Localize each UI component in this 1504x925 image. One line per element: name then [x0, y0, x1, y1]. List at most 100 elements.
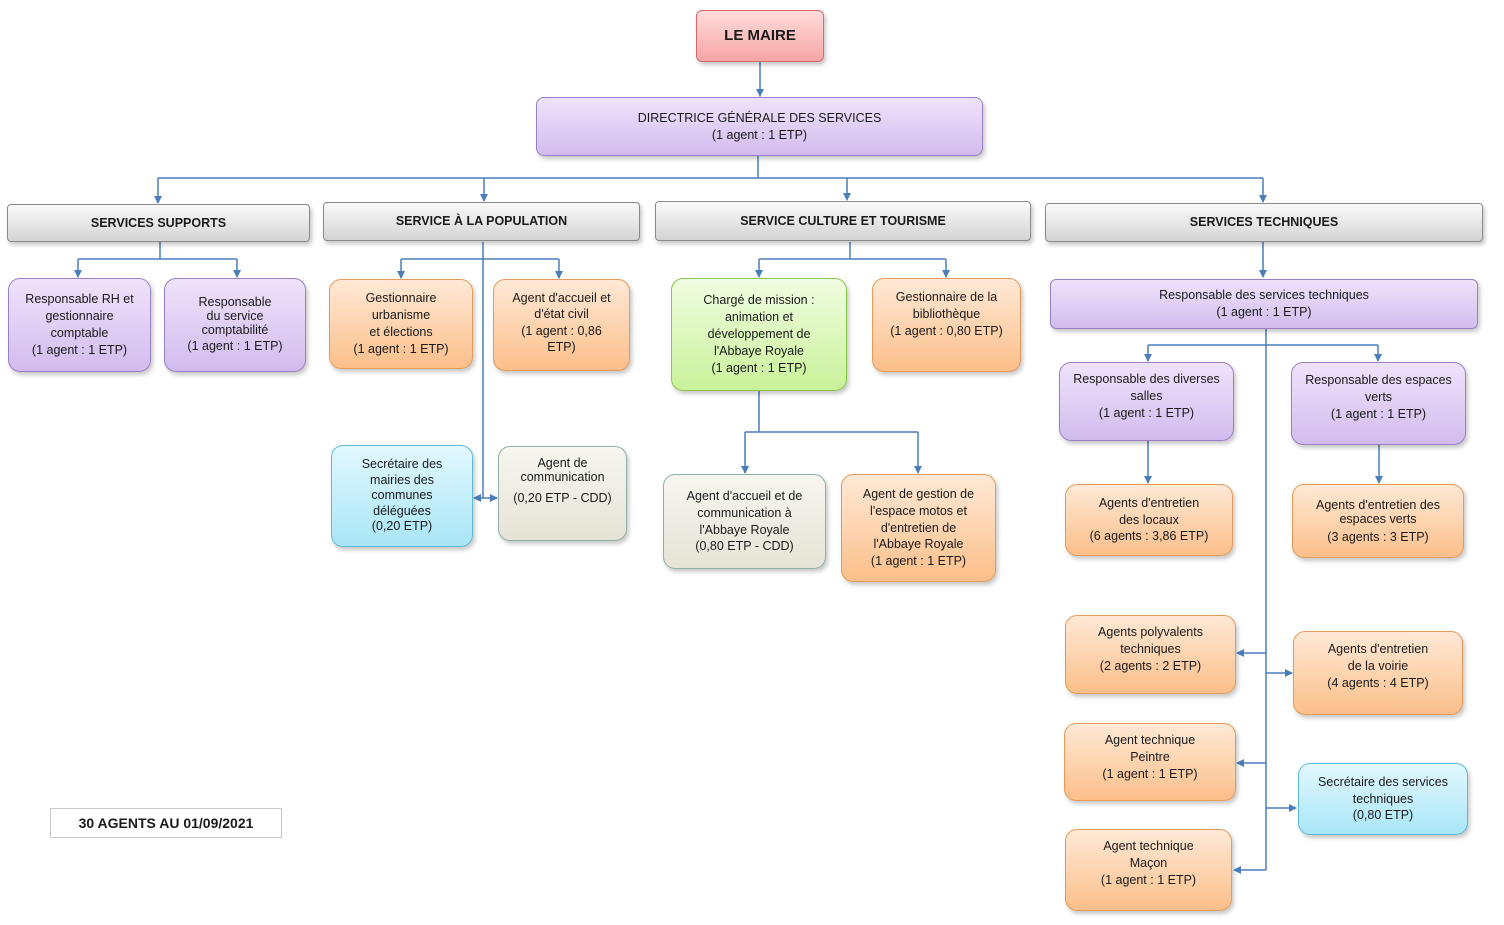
services-supports-header: SERVICES SUPPORTS — [7, 204, 310, 242]
agent-gestion-motos-box: Agent de gestion de l'espace motos et d'… — [841, 474, 996, 582]
communication-line-4: (0,20 ETP - CDD) — [513, 490, 612, 505]
accueil-line-2: d'état civil — [534, 307, 589, 322]
compta-line-2: du service — [206, 308, 264, 323]
accueil-abbaye-line-2: communication à — [697, 505, 792, 520]
rh-line-2: gestionnaire — [45, 309, 114, 324]
salles-line-1: Responsable des diverses — [1073, 372, 1220, 386]
service-culture-label: SERVICE CULTURE ET TOURISME — [740, 213, 946, 228]
accueil-abbaye-line-1: Agent d'accueil et de — [686, 488, 803, 503]
salles-line-2: salles — [1130, 388, 1163, 403]
gestionnaire-urbanisme-box: Gestionnaire urbanisme et élections (1 a… — [329, 279, 473, 369]
responsable-salles-box: Responsable des diverses salles (1 agent… — [1059, 362, 1234, 441]
agents-polyvalents-box: Agents polyvalents techniques (2 agents … — [1065, 615, 1236, 694]
peintre-line-3: (1 agent : 1 ETP) — [1102, 766, 1198, 781]
motos-line-1: Agent de gestion de — [862, 486, 975, 501]
locaux-line-1: Agents d'entretien — [1098, 495, 1200, 510]
services-supports-label: SERVICES SUPPORTS — [90, 215, 227, 230]
secretaire-st-line-2: techniques — [1352, 791, 1414, 806]
communication-line-1: Agent de — [537, 456, 588, 470]
agent-communication-box: Agent de communication (0,20 ETP - CDD) — [498, 446, 627, 541]
peintre-line-1: Agent technique — [1104, 733, 1196, 747]
agent-accueil-abbaye-box: Agent d'accueil et de communication à l'… — [663, 474, 826, 569]
accueil-line-3: (1 agent : 0,86 — [521, 323, 602, 338]
responsable-st-line-1: Responsable des services techniques — [1159, 288, 1369, 303]
dgs-box: DIRECTRICE GÉNÉRALE DES SERVICES (1 agen… — [536, 97, 983, 156]
rh-line-4: (1 agent : 1 ETP) — [31, 342, 128, 357]
secretaire-line-2: mairies des — [370, 472, 434, 487]
motos-line-5: (1 agent : 1 ETP) — [870, 554, 967, 569]
charge-line-5: (1 agent : 1 ETP) — [711, 360, 807, 375]
voirie-line-1: Agents d'entretien — [1327, 642, 1429, 656]
charge-mission-abbaye-box: Chargé de mission : animation et dévelop… — [671, 278, 847, 391]
macon-line-2: Maçon — [1129, 855, 1168, 870]
rh-line-1: Responsable RH et — [25, 292, 134, 307]
polyvalents-line-2: techniques — [1120, 641, 1181, 656]
compta-line-3: comptabilité — [201, 322, 269, 337]
secretaire-line-5: (0,20 ETP) — [371, 519, 433, 534]
agent-technique-macon-box: Agent technique Maçon (1 agent : 1 ETP) — [1065, 829, 1232, 911]
accueil-line-1: Agent d'accueil et — [512, 291, 611, 305]
peintre-line-2: Peintre — [1130, 749, 1170, 764]
agents-entretien-espaces-verts-box: Agents d'entretien des espaces verts (3 … — [1292, 484, 1464, 558]
charge-line-1: Chargé de mission : — [703, 293, 815, 308]
macon-line-3: (1 agent : 1 ETP) — [1100, 872, 1197, 887]
voirie-line-3: (4 agents : 4 ETP) — [1327, 675, 1429, 690]
polyvalents-line-3: (2 agents : 2 ETP) — [1099, 658, 1202, 673]
compta-line-1: Responsable — [198, 295, 272, 309]
accueil-line-4: ETP) — [547, 339, 576, 354]
bibliotheque-line-2: bibliothèque — [912, 306, 981, 321]
entretien-espaces-line-3: (3 agents : 3 ETP) — [1327, 529, 1429, 544]
agent-technique-peintre-box: Agent technique Peintre (1 agent : 1 ETP… — [1064, 723, 1236, 801]
espaces-verts-line-3: (1 agent : 1 ETP) — [1330, 406, 1427, 421]
motos-line-4: l'Abbaye Royale — [873, 537, 964, 552]
responsable-st-line-2: (1 agent : 1 ETP) — [1216, 305, 1312, 319]
macon-line-1: Agent technique — [1103, 839, 1194, 853]
urbanisme-line-3: et élections — [369, 325, 433, 339]
service-population-label: SERVICE À LA POPULATION — [395, 214, 568, 229]
secretaire-st-line-1: Secrétaire des services — [1318, 774, 1448, 789]
charge-line-4: l'Abbaye Royale — [714, 343, 804, 358]
secretaire-st-line-3: (0,80 ETP) — [1352, 808, 1414, 823]
total-agents-text: 30 AGENTS AU 01/09/2021 — [78, 815, 254, 831]
motos-line-2: l'espace motos et — [870, 503, 967, 518]
motos-line-3: d'entretien de — [880, 520, 957, 535]
rh-line-3: comptable — [50, 326, 109, 340]
responsable-services-techniques-box: Responsable des services techniques (1 a… — [1050, 279, 1478, 329]
responsable-espaces-verts-box: Responsable des espaces verts (1 agent :… — [1291, 362, 1466, 445]
agents-entretien-locaux-box: Agents d'entretien des locaux (6 agents … — [1065, 484, 1233, 556]
service-culture-header: SERVICE CULTURE ET TOURISME — [655, 201, 1031, 241]
maire-label: LE MAIRE — [724, 26, 796, 44]
secretaire-line-3: communes — [371, 488, 433, 503]
urbanisme-line-1: Gestionnaire — [365, 291, 437, 306]
secretaire-line-1: Secrétaire des — [361, 456, 443, 471]
dgs-etp: (1 agent : 1 ETP) — [711, 127, 808, 142]
accueil-abbaye-line-4: (0,80 ETP - CDD) — [695, 539, 794, 554]
service-population-header: SERVICE À LA POPULATION — [323, 202, 640, 241]
locaux-line-2: des locaux — [1119, 512, 1179, 527]
communication-line-2: communication — [520, 470, 605, 485]
accueil-abbaye-line-3: l'Abbaye Royale — [699, 522, 790, 537]
responsable-rh-box: Responsable RH et gestionnaire comptable… — [8, 278, 151, 372]
services-techniques-header: SERVICES TECHNIQUES — [1045, 203, 1483, 242]
salles-line-3: (1 agent : 1 ETP) — [1098, 405, 1195, 420]
urbanisme-line-2: urbanisme — [371, 308, 431, 323]
entretien-espaces-line-2: espaces verts — [1339, 512, 1417, 527]
secretaire-services-techniques-box: Secrétaire des services techniques (0,80… — [1298, 763, 1468, 835]
polyvalents-line-1: Agents polyvalents — [1098, 625, 1203, 639]
gestionnaire-bibliotheque-box: Gestionnaire de la bibliothèque (1 agent… — [872, 278, 1021, 372]
secretaire-mairies-deleguees-box: Secrétaire des mairies des communes délé… — [331, 445, 473, 547]
entretien-espaces-line-1: Agents d'entretien des — [1316, 497, 1440, 512]
responsable-comptabilite-box: Responsable du service comptabilité (1 a… — [164, 278, 306, 372]
locaux-line-3: (6 agents : 3,86 ETP) — [1089, 529, 1209, 544]
urbanisme-line-4: (1 agent : 1 ETP) — [353, 341, 449, 356]
dgs-title: DIRECTRICE GÉNÉRALE DES SERVICES — [637, 110, 882, 125]
charge-line-3: développement de — [707, 327, 811, 342]
espaces-verts-line-1: Responsable des espaces — [1305, 373, 1452, 387]
total-agents-label: 30 AGENTS AU 01/09/2021 — [50, 808, 282, 838]
bibliotheque-line-3: (1 agent : 0,80 ETP) — [890, 323, 1003, 338]
espaces-verts-line-2: verts — [1364, 389, 1393, 404]
agent-accueil-etat-civil-box: Agent d'accueil et d'état civil (1 agent… — [493, 279, 630, 371]
compta-line-4: (1 agent : 1 ETP) — [187, 339, 283, 354]
secretaire-line-4: déléguées — [373, 503, 431, 518]
